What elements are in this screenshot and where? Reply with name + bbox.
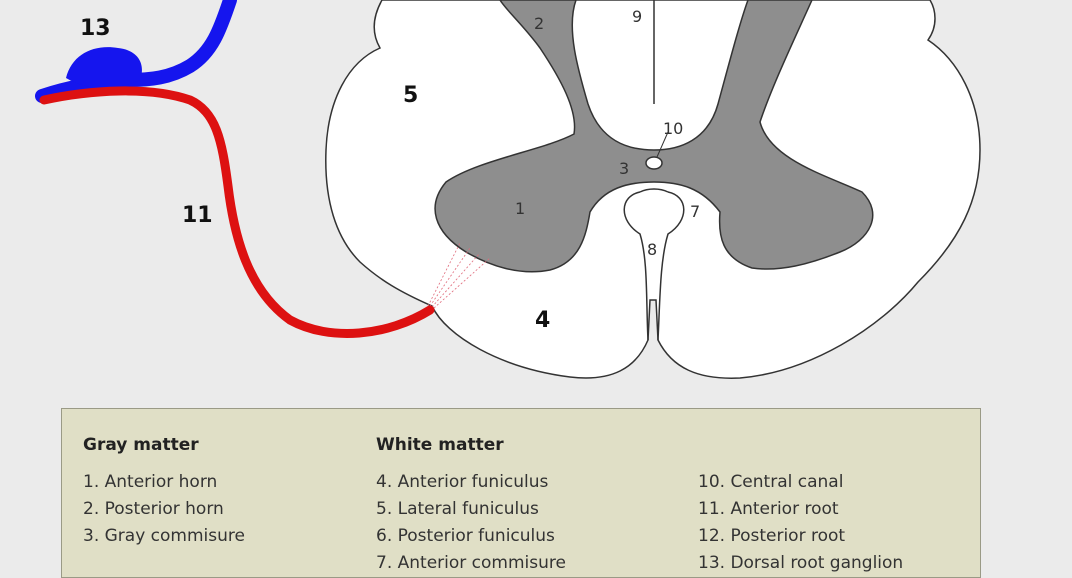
label-3: 3 (619, 159, 629, 178)
label-13: 13 (80, 16, 111, 41)
legend-gray-heading: Gray matter (83, 435, 199, 455)
central-canal (645, 156, 663, 170)
legend-item: 11. Anterior root (698, 499, 839, 519)
spinal-cord-diagram: 13 11 5 4 2 9 10 3 1 7 8 (35, 0, 981, 379)
label-1: 1 (515, 199, 525, 218)
legend-item: 3. Gray commisure (83, 526, 245, 546)
gray-matter (434, 0, 874, 273)
central-canal-pointer (656, 131, 669, 158)
anterior-median-fissure (623, 188, 685, 341)
legend-item: 1. Anterior horn (83, 472, 218, 492)
legend-white-column: White matter 4. Anterior funiculus 5. La… (376, 435, 566, 577)
legend-other-column: 10. Central canal 11. Anterior root 12. … (698, 469, 903, 577)
legend-item: 13. Dorsal root ganglion (698, 553, 904, 573)
legend-item: 7. Anterior commisure (376, 553, 566, 573)
posterior-root (35, 0, 237, 103)
label-7: 7 (690, 202, 700, 221)
legend-gray-list: 1. Anterior horn 2. Posterior horn 3. Gr… (83, 469, 245, 550)
label-5: 5 (403, 83, 418, 108)
legend-other-list: 10. Central canal 11. Anterior root 12. … (698, 469, 903, 577)
legend-item: 12. Posterior root (698, 526, 846, 546)
label-2: 2 (534, 14, 544, 33)
legend-white-list: 4. Anterior funiculus 5. Lateral funicul… (376, 469, 566, 577)
legend-item: 2. Posterior horn (83, 499, 224, 519)
label-9: 9 (632, 7, 642, 26)
legend-item: 6. Posterior funiculus (376, 526, 555, 546)
label-8: 8 (647, 240, 657, 259)
label-11: 11 (182, 203, 213, 228)
legend-white-heading: White matter (376, 435, 504, 455)
rootlets (427, 242, 491, 309)
anterior-root (39, 86, 435, 338)
legend-item: 5. Lateral funiculus (376, 499, 539, 519)
label-10: 10 (663, 119, 683, 138)
legend-panel: Gray matter 1. Anterior horn 2. Posterio… (61, 408, 981, 578)
label-4: 4 (535, 308, 550, 333)
dorsal-root-ganglion (66, 47, 142, 88)
legend-item: 4. Anterior funiculus (376, 472, 549, 492)
legend-gray-column: Gray matter 1. Anterior horn 2. Posterio… (83, 435, 245, 550)
legend-item: 10. Central canal (698, 472, 844, 492)
